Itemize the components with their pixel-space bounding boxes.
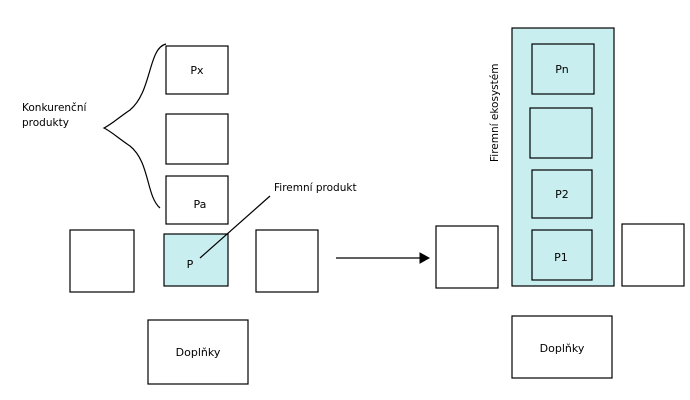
competitor-box-px bbox=[165, 45, 229, 95]
ecosystem-label-p2: P2 bbox=[555, 188, 569, 201]
complements-box-right bbox=[511, 315, 613, 379]
complement-box-left bbox=[69, 229, 135, 293]
competitor-label-pa: Pa bbox=[194, 198, 207, 211]
complement-box-right bbox=[255, 229, 319, 293]
competitor-box-pa bbox=[165, 175, 229, 225]
ecosystem-box-p1 bbox=[531, 229, 593, 281]
company-product-label: Firemní produkt bbox=[274, 182, 357, 194]
complements-label-right: Doplňky bbox=[540, 342, 585, 355]
complements-label-left: Doplňky bbox=[176, 346, 221, 359]
complement-box-right-left bbox=[435, 225, 499, 289]
right-arrow-icon bbox=[336, 252, 431, 264]
complements-box-left bbox=[147, 319, 249, 385]
complement-box-right-right bbox=[621, 223, 685, 287]
curly-brace-icon bbox=[102, 43, 167, 209]
competitor-label-px: Px bbox=[190, 64, 204, 77]
competitors-label-line2: produkty bbox=[22, 117, 69, 129]
company-product-box-label: P bbox=[187, 258, 194, 271]
competitor-box-empty bbox=[165, 113, 229, 165]
competitors-label-line1: Konkurenční bbox=[22, 102, 87, 114]
ecosystem-box-empty bbox=[529, 107, 593, 159]
company-product-pointer bbox=[199, 195, 271, 259]
ecosystem-label-p1: P1 bbox=[554, 251, 568, 264]
ecosystem-box-pn bbox=[531, 43, 595, 95]
ecosystem-box-p2 bbox=[531, 169, 593, 219]
ecosystem-label: Firemní ekosystém bbox=[489, 64, 501, 162]
ecosystem-label-pn: Pn bbox=[555, 63, 568, 76]
